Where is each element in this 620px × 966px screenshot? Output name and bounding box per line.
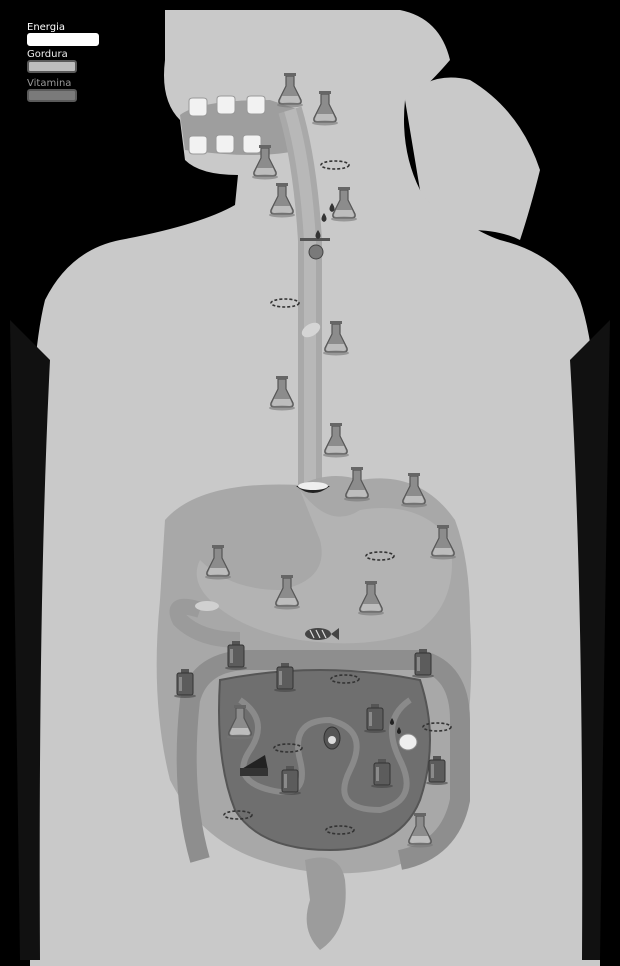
tooth-icon bbox=[217, 96, 235, 114]
tooth-icon bbox=[243, 135, 261, 153]
vitamin-meter: Vitamina bbox=[27, 78, 77, 102]
fat-label: Gordura bbox=[27, 49, 77, 60]
tooth-icon bbox=[247, 96, 265, 114]
bread-slice-icon[interactable] bbox=[195, 601, 219, 611]
energy-meter: Energia bbox=[27, 22, 99, 46]
energy-label: Energia bbox=[27, 22, 99, 33]
weight-jar-icon[interactable] bbox=[274, 663, 296, 692]
weight-jar-icon[interactable] bbox=[371, 759, 393, 788]
weight-jar-icon[interactable] bbox=[412, 649, 434, 678]
avocado-icon[interactable] bbox=[324, 727, 340, 749]
fat-meter: Gordura bbox=[27, 49, 77, 73]
weight-jar-icon[interactable] bbox=[279, 766, 301, 795]
vitamin-bar bbox=[27, 89, 77, 102]
weight-jar-icon[interactable] bbox=[426, 756, 448, 785]
energy-bar bbox=[27, 33, 99, 46]
tooth-icon bbox=[189, 98, 207, 116]
weight-jar-icon[interactable] bbox=[225, 641, 247, 670]
vitamin-label: Vitamina bbox=[27, 78, 77, 89]
weight-jar-icon[interactable] bbox=[174, 669, 196, 698]
fat-bar bbox=[27, 60, 77, 73]
tooth-icon bbox=[216, 135, 234, 153]
weight-jar-icon[interactable] bbox=[364, 704, 386, 733]
tooth-icon bbox=[189, 136, 207, 154]
